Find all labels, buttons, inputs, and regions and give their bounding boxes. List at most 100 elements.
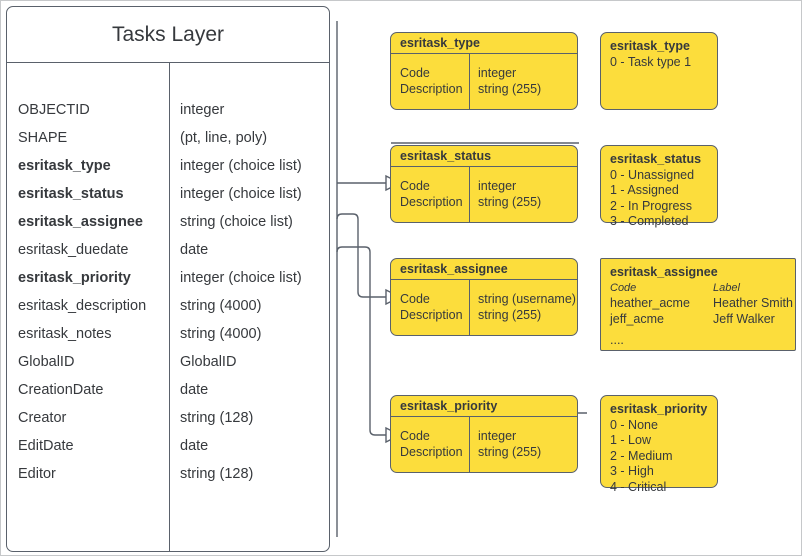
- table-esritask-type: esritask_type Code Description integer s…: [390, 32, 578, 110]
- table-row: esritask_duedate date: [7, 236, 329, 264]
- field-type: (pt, line, poly): [180, 130, 268, 146]
- field-name: esritask_type: [18, 158, 111, 174]
- table-field-names: Code Description: [400, 178, 463, 210]
- value-line: 2 - In Progress: [610, 198, 692, 213]
- type-code: string (username): [478, 292, 576, 306]
- values-title: esritask_type: [610, 39, 690, 53]
- table-divider: [469, 167, 471, 222]
- type-code: integer: [478, 429, 517, 443]
- value-line: 2 - Medium: [610, 448, 673, 463]
- value-label: Jeff Walker: [713, 311, 775, 326]
- value-line: 0 - None: [610, 417, 658, 432]
- field-name: Creator: [18, 410, 67, 426]
- field-type: date: [180, 242, 209, 258]
- value-code: jeff_acme: [610, 311, 664, 326]
- values-lines: 0 - Task type 1: [610, 55, 717, 71]
- value-line: 0 - Unassigned: [610, 167, 695, 182]
- column-divider: [169, 63, 170, 551]
- field-description: Description: [400, 308, 463, 322]
- values-row-ellipsis: ....: [610, 333, 795, 349]
- values-title: esritask_assignee: [610, 265, 718, 279]
- field-type: integer (choice list): [180, 158, 302, 174]
- value-label: Heather Smith: [713, 296, 793, 310]
- table-header-esritask-type: esritask_type: [391, 33, 577, 54]
- field-description: Description: [400, 445, 463, 459]
- type-code: integer: [478, 179, 517, 193]
- value-line: 3 - High: [610, 464, 654, 478]
- wire-priority: [336, 246, 386, 436]
- field-type: integer (choice list): [180, 186, 302, 202]
- table-divider: [469, 54, 471, 109]
- table-field-names: Code Description: [400, 428, 463, 460]
- values-row: heather_acme Heather Smith: [610, 296, 795, 312]
- values-header-code: Code: [610, 281, 637, 294]
- value-code: ....: [610, 333, 624, 347]
- values-title: esritask_priority: [610, 402, 708, 416]
- field-type: string (128): [180, 410, 254, 426]
- table-header-esritask-assignee: esritask_assignee: [391, 259, 577, 280]
- type-description: string (255): [478, 445, 542, 459]
- field-name: CreationDate: [18, 382, 104, 398]
- field-name: SHAPE: [18, 130, 68, 146]
- table-esritask-assignee: esritask_assignee Code Description strin…: [390, 258, 578, 336]
- values-lines: 0 - None 1 - Low 2 - Medium 3 - High 4 -…: [610, 418, 717, 496]
- value-line: 0 - Task type 1: [610, 54, 692, 69]
- field-code: Code: [400, 429, 430, 443]
- value-line: 3 - Completed: [610, 214, 689, 228]
- value-code: heather_acme: [610, 296, 690, 310]
- table-field-types: string (username) string (255): [478, 291, 576, 323]
- field-type: date: [180, 438, 209, 454]
- table-row: esritask_type integer (choice list): [7, 152, 329, 180]
- page-title: Tasks Layer: [7, 7, 329, 63]
- type-description: string (255): [478, 195, 542, 209]
- table-header-esritask-priority: esritask_priority: [391, 396, 577, 417]
- field-type: GlobalID: [180, 354, 237, 370]
- field-name: esritask_assignee: [18, 214, 143, 230]
- values-esritask-priority: esritask_priority 0 - None 1 - Low 2 - M…: [600, 395, 718, 494]
- values-header-label: Label: [713, 281, 740, 294]
- table-row: CreationDate date: [7, 376, 329, 404]
- table-divider: [469, 280, 471, 335]
- field-name: esritask_duedate: [18, 242, 129, 258]
- field-code: Code: [400, 292, 430, 306]
- field-type: string (4000): [180, 298, 262, 314]
- table-body-esritask-assignee: Code Description string (username) strin…: [391, 280, 577, 335]
- table-esritask-status: esritask_status Code Description integer…: [390, 145, 578, 223]
- field-code: Code: [400, 66, 430, 80]
- field-type: date: [180, 382, 209, 398]
- field-type: string (choice list): [180, 214, 293, 230]
- table-row: esritask_status integer (choice list): [7, 180, 329, 208]
- values-esritask-type: esritask_type 0 - Task type 1: [600, 32, 718, 110]
- field-type: string (4000): [180, 326, 262, 342]
- values-column-headers: Code Label: [610, 281, 795, 297]
- value-line: 1 - Low: [610, 433, 651, 447]
- table-row: Creator string (128): [7, 404, 329, 432]
- values-row: jeff_acme Jeff Walker: [610, 312, 795, 328]
- table-field-names: Code Description: [400, 291, 463, 323]
- type-code: integer: [478, 66, 517, 80]
- values-title: esritask_status: [610, 152, 702, 166]
- table-field-types: integer string (255): [478, 178, 541, 210]
- field-code: Code: [400, 179, 430, 193]
- table-body-esritask-status: Code Description integer string (255): [391, 167, 577, 222]
- values-lines: 0 - Unassigned 1 - Assigned 2 - In Progr…: [610, 168, 717, 230]
- table-field-types: integer string (255): [478, 428, 541, 460]
- value-line: 1 - Assigned: [610, 183, 679, 197]
- table-header-esritask-status: esritask_status: [391, 146, 577, 167]
- field-description: Description: [400, 195, 463, 209]
- field-name: esritask_status: [18, 186, 124, 202]
- field-type: integer: [180, 102, 225, 118]
- value-line: 4 - Critical: [610, 479, 667, 494]
- field-name: Editor: [18, 466, 56, 482]
- table-row: SHAPE (pt, line, poly): [7, 124, 329, 152]
- table-field-types: integer string (255): [478, 65, 541, 97]
- values-esritask-assignee: esritask_assignee Code Label heather_acm…: [600, 258, 796, 351]
- table-esritask-priority: esritask_priority Code Description integ…: [390, 395, 578, 473]
